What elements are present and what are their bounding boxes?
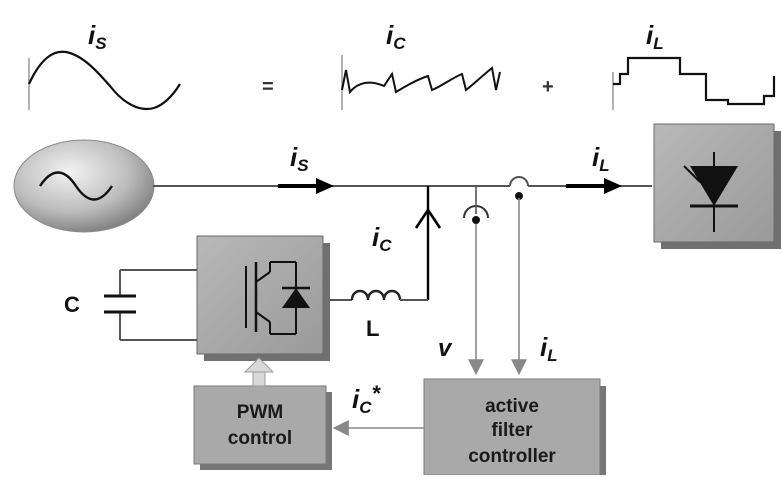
crossover-hop — [509, 176, 529, 187]
thyristor-icon — [683, 152, 738, 232]
reference-current-label: iC* — [352, 381, 382, 417]
igbt-diode-icon — [245, 261, 310, 335]
active-filter-controller-block: active filter controller — [423, 378, 606, 476]
capacitor-icon — [104, 294, 136, 314]
controller-label-line1: active — [485, 396, 539, 417]
distorted-wave-icon — [341, 66, 501, 95]
source-current-label: iS — [290, 142, 309, 175]
comp-current-label: iC — [372, 222, 392, 255]
waveform-load-current: iL — [612, 20, 776, 110]
voltage-sense-probe — [463, 186, 489, 376]
comp-current-arrow-icon — [414, 207, 442, 229]
inverter-block — [196, 235, 330, 361]
gate-signal-arrow — [243, 357, 275, 387]
sense-current-label: iL — [540, 332, 558, 365]
inductor-label: L — [366, 316, 379, 341]
waveform-is-label: iS — [88, 20, 107, 53]
capacitor-label: C — [64, 292, 80, 317]
sine-wave-icon — [28, 50, 181, 111]
load-current-label: iL — [592, 142, 610, 175]
ac-source-icon — [39, 171, 113, 201]
load-block — [653, 123, 781, 249]
pwm-control-block: PWM control — [193, 385, 332, 470]
load-current-arrow-icon — [604, 178, 622, 194]
pwm-label-line2: control — [228, 428, 292, 449]
waveform-compensation-current: iC — [341, 20, 501, 110]
waveform-ic-label: iC — [386, 20, 406, 53]
pwm-label-line1: PWM — [237, 402, 283, 423]
source-current-arrow-icon — [316, 178, 334, 194]
step-wave-icon — [613, 56, 776, 106]
ac-source — [13, 139, 155, 233]
controller-label-line2: filter — [491, 420, 533, 441]
waveform-il-label: iL — [646, 20, 664, 53]
inductor-icon — [350, 289, 402, 301]
waveform-source-current: iS — [28, 20, 181, 111]
plus-sign: + — [542, 76, 554, 98]
load-current-sense — [511, 192, 527, 376]
controller-label-line3: controller — [468, 446, 556, 467]
voltage-label: v — [438, 335, 453, 362]
equals-sign: = — [262, 76, 274, 98]
